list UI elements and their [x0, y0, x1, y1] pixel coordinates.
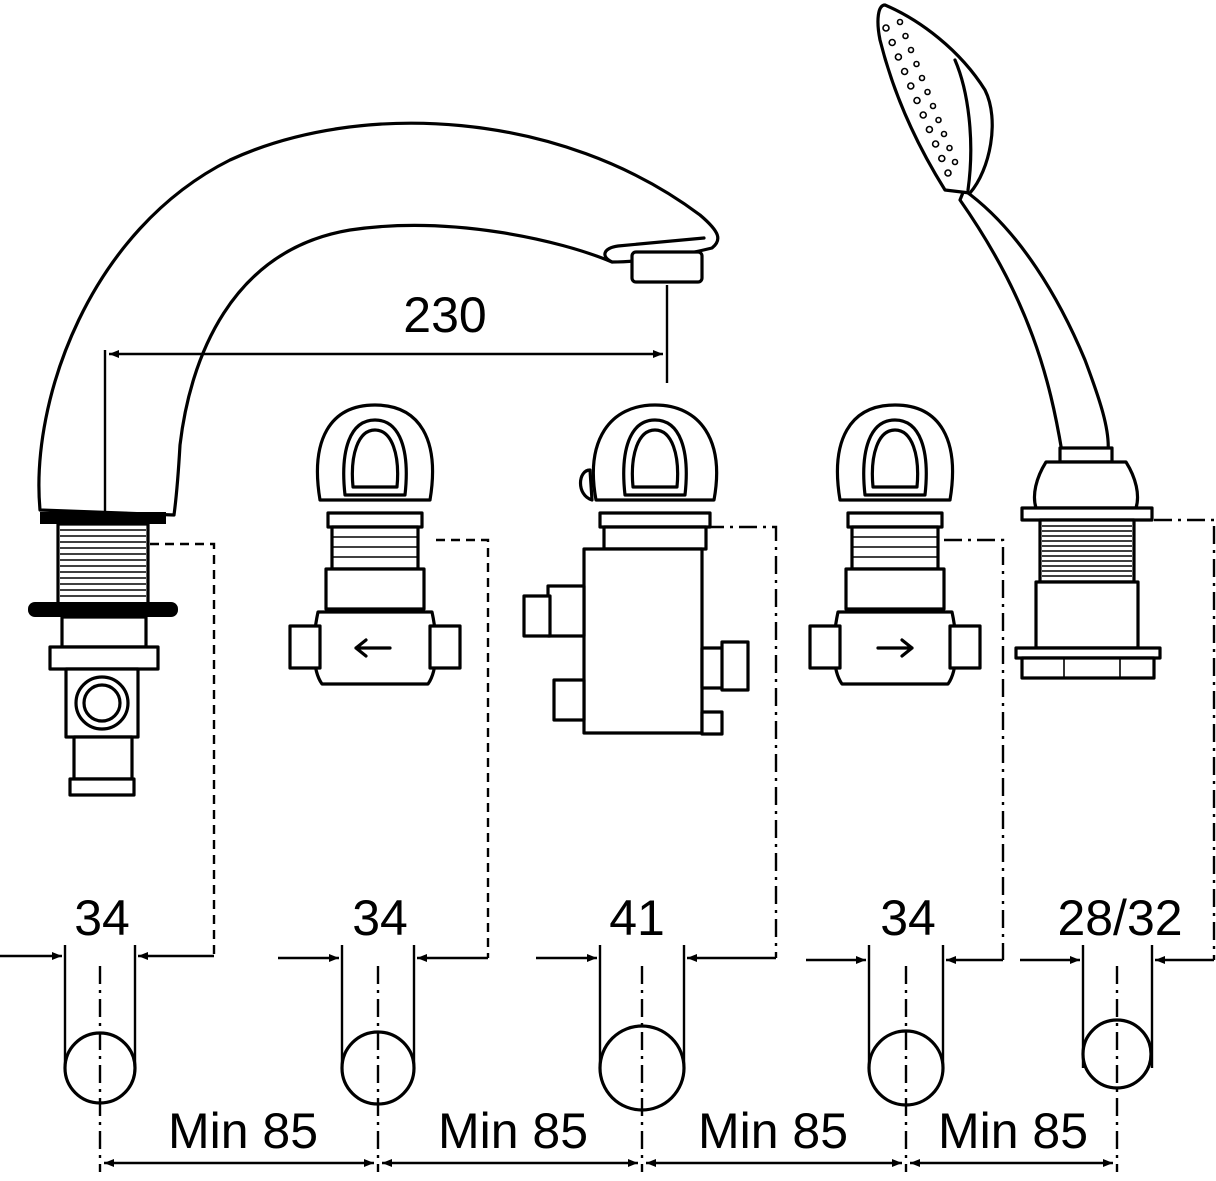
- spout-reach-label: 230: [403, 287, 486, 343]
- centre-thermostatic-valve: [522, 403, 750, 736]
- right-valve: [808, 403, 982, 686]
- hole-4-diameter: 34: [880, 890, 936, 946]
- hole-4: 34: [806, 890, 1003, 1107]
- spacing-4: Min 85: [938, 1103, 1088, 1159]
- spacing-3: Min 85: [698, 1103, 848, 1159]
- hole-5: 28/32: [1020, 890, 1214, 1090]
- spacing-2: Min 85: [438, 1103, 588, 1159]
- hole-5-diameter: 28/32: [1057, 890, 1182, 946]
- hole-3: 41: [536, 890, 776, 1112]
- hand-shower: [876, 3, 1162, 680]
- hole-1: 34: [0, 890, 214, 1105]
- spacing-dimensions: Min 85 Min 85 Min 85 Min 85: [104, 1103, 1113, 1167]
- spacing-1: Min 85: [168, 1103, 318, 1159]
- hole-3-diameter: 41: [609, 890, 665, 946]
- bath-spout: [28, 121, 720, 797]
- hole-2: 34: [278, 890, 488, 1106]
- centre-lines: [98, 966, 1119, 1172]
- hole-2-diameter: 34: [352, 890, 408, 946]
- hole-1-diameter: 34: [74, 890, 130, 946]
- left-valve: [288, 403, 462, 686]
- spout-reach-dimension: 230: [103, 285, 669, 520]
- leader-lines: [150, 518, 1216, 960]
